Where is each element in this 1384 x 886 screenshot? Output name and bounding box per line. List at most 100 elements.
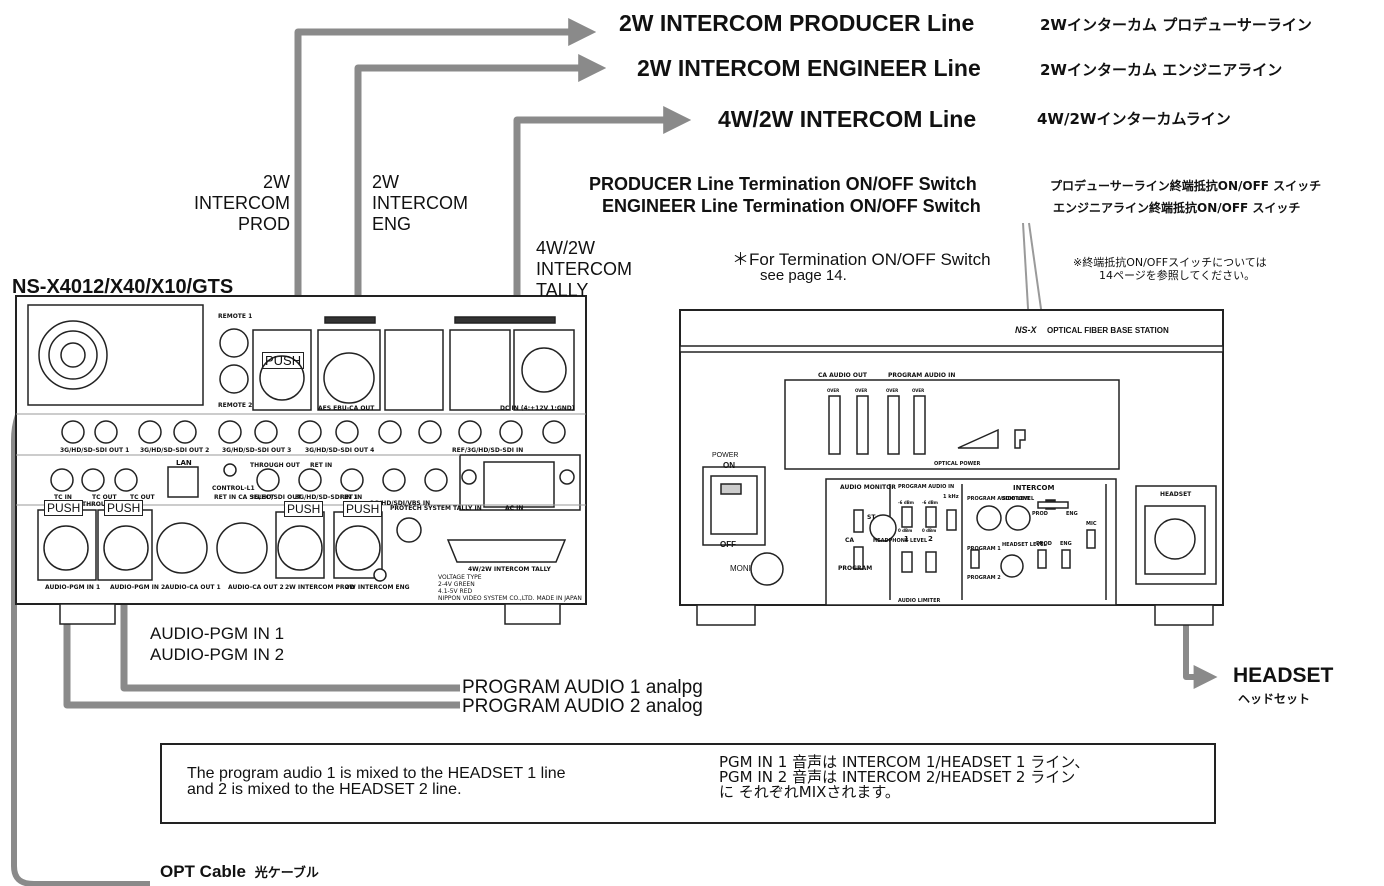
push-label-top: PUSH xyxy=(262,352,305,369)
headset-panel-label: HEADSET xyxy=(1160,491,1192,498)
headphone-level-label: HEADPHONE LEVEL xyxy=(873,538,928,544)
engineer-line-label-jp: 2Wインターカム エンジニアライン xyxy=(1040,61,1283,79)
ret-ca-label: RET IN CA SELECT xyxy=(214,494,275,501)
through-out-label: THROUGH OUT xyxy=(250,462,300,469)
dbm2-label-2: -6 dBm xyxy=(922,500,938,505)
moni-label: MONI xyxy=(730,564,751,573)
dbm2-label-1: -6 dBm xyxy=(898,500,914,505)
sdi1-label: 3G/HD/SD-SDI OUT 1 xyxy=(60,447,130,454)
over-label-2: OVER xyxy=(855,388,868,393)
st-label: ST xyxy=(867,514,876,521)
ret-in-label: RET IN xyxy=(310,462,333,469)
fourw-line-label-jp: 4W/2Wインターカムライン xyxy=(1037,110,1231,128)
engineer-termination-label-jp: エンジニアライン終端抵抗ON/OFF スイッチ xyxy=(1053,201,1301,215)
ca2-panel-label: AUDIO-CA OUT 2 xyxy=(228,584,284,591)
eng-switch-label: ENG xyxy=(1066,511,1078,517)
program-label: PROGRAM xyxy=(838,565,873,572)
limiter-1-label: 1 xyxy=(904,535,909,543)
ca1-panel-label: AUDIO-CA OUT 1 xyxy=(165,584,221,591)
remote1-label: REMOTE 1 xyxy=(218,313,253,320)
engineer-termination-label: ENGINEER Line Termination ON/OFF Switch xyxy=(602,196,981,216)
icom-prod-panel-label: 2W INTERCOM PROD xyxy=(285,584,355,591)
ref-label: REF/3G/HD/SD-SDI IN xyxy=(452,447,524,454)
limiter-2-label: 2 xyxy=(928,535,933,543)
power-off-label: OFF xyxy=(720,540,736,549)
sdi2-label: 3G/HD/SD-SDI OUT 2 xyxy=(140,447,210,454)
termination-note-jp: ※終端抵抗ON/OFFスイッチについては 14ページを参照してください。 xyxy=(1073,256,1267,282)
mix-note-jp: PGM IN 1 音声は INTERCOM 1/HEADSET 1 ライン、 P… xyxy=(719,753,1090,801)
ca-label: CA xyxy=(845,537,855,544)
icom-eng-panel-label: 2W INTERCOM ENG xyxy=(345,584,410,591)
program2-label: PROGRAM 2 xyxy=(967,575,1001,581)
fourw-line-label: 4W/2W INTERCOM Line xyxy=(718,106,977,132)
sdi3-label: 3G/HD/SD-SDI OUT 3 xyxy=(222,447,292,454)
dbm-label-1: 0 dBm xyxy=(898,528,913,533)
headset-label-jp: ヘッドセット xyxy=(1238,692,1311,706)
tally-conn-label: 4W/2W INTERCOM TALLY xyxy=(468,566,551,573)
over-label-3: OVER xyxy=(886,388,899,393)
push-label-1: PUSH xyxy=(44,500,84,516)
power-on-label: ON xyxy=(723,461,735,470)
right-device xyxy=(679,309,1224,626)
sidetone-label: SIDETONE xyxy=(1002,496,1031,502)
voltage-red-label: 4.1-5V RED xyxy=(438,588,473,595)
headset-level-label: HEADSET LEVEL xyxy=(1002,542,1047,548)
tally-in-label: PROTECH SYSTEM TALLY IN xyxy=(390,505,482,512)
pgm-inputs-label: AUDIO-PGM IN 1 AUDIO-PGM IN 2 xyxy=(150,624,285,664)
lan-label: LAN xyxy=(176,459,192,467)
over-label-4: OVER xyxy=(912,388,925,393)
producer-line-label: 2W INTERCOM PRODUCER Line xyxy=(619,10,975,36)
voltage-label: VOLTAGE TYPE xyxy=(438,574,482,581)
pgm1-panel-label: AUDIO-PGM IN 1 xyxy=(45,584,101,591)
vbs-label: 3G/HD/SDI/VBS IN xyxy=(370,500,431,507)
dbm-label-2: 0 dBm xyxy=(922,528,937,533)
power-label: POWER xyxy=(712,452,739,459)
audio-limiter-label: AUDIO LIMITER xyxy=(898,598,941,604)
intercom-panel-label: INTERCOM xyxy=(1013,484,1055,492)
eng-on-label: ENG xyxy=(1060,541,1072,547)
producer-termination-label: PRODUCER Line Termination ON/OFF Switch xyxy=(589,174,977,194)
device-name-label: OPTICAL FIBER BASE STATION xyxy=(1047,326,1169,335)
tc-in-label: TC IN xyxy=(54,494,72,501)
tc-out-label-1: TC OUT xyxy=(92,494,117,501)
ac-in-label: AC IN xyxy=(505,505,524,512)
producer-termination-label-jp: プロデューサーライン終端抵抗ON/OFF スイッチ xyxy=(1050,179,1322,193)
producer-line-label-jp: 2Wインターカム プロデューサーライン xyxy=(1040,16,1312,34)
control-label: CONTROL-L1 xyxy=(212,485,255,492)
program1-label: PROGRAM 1 xyxy=(967,546,1001,552)
termination-note: ＊For Termination ON/OFF Switch see page … xyxy=(732,250,991,284)
program-audio-in-label: PROGRAM AUDIO IN xyxy=(888,372,956,379)
mix-note-box xyxy=(160,743,1216,824)
opt-cable-label: OPT Cable 光ケーブル xyxy=(160,862,319,881)
maker-label: NIPPON VIDEO SYSTEM CO.,LTD. MADE IN JAP… xyxy=(438,595,582,602)
cable-label-prod: 2W INTERCOM PROD xyxy=(194,172,290,234)
khz-label: 1 kHz xyxy=(943,494,959,500)
mix-note-en: The program audio 1 is mixed to the HEAD… xyxy=(187,765,566,798)
push-label-4: PUSH xyxy=(343,501,383,517)
program-audio-labels: PROGRAM AUDIO 1 analpg PROGRAM AUDIO 2 a… xyxy=(462,677,703,717)
program-audio-in-limiter-label: PROGRAM AUDIO IN xyxy=(898,484,955,490)
sdi4-label: 3G/HD/SD-SDI OUT 4 xyxy=(305,447,375,454)
prod-switch-label: PROD xyxy=(1032,511,1048,517)
voltage-green-label: 2-4V GREEN xyxy=(438,581,475,588)
program-audio-level-label: PROGRAM AUDIO LEVEL xyxy=(967,496,1035,502)
brand-label: NS-X xyxy=(1015,325,1037,335)
aes-label: AES EBU-CA OUT xyxy=(318,405,375,412)
headset-label: HEADSET xyxy=(1233,664,1334,687)
audio-monitor-label: AUDIO MONITOR xyxy=(840,484,896,491)
cable-label-tally: 4W/2W INTERCOM TALLY xyxy=(536,238,632,300)
prod-on-label: PROD xyxy=(1036,541,1052,547)
push-label-3: PUSH xyxy=(284,501,324,517)
pgm2-panel-label: AUDIO-PGM IN 2 xyxy=(110,584,166,591)
mic-label: MIC xyxy=(1086,521,1097,527)
ret-in2-label: RET IN xyxy=(340,494,363,501)
optical-power-label: OPTICAL POWER xyxy=(934,461,981,467)
tc-out-label-2: TC OUT xyxy=(130,494,155,501)
over-label-1: OVER xyxy=(827,388,840,393)
engineer-line-label: 2W INTERCOM ENGINEER Line xyxy=(637,55,981,81)
left-device xyxy=(15,295,587,625)
sdi-in1-label: 3G/HD/SD-SDI IN 1 xyxy=(295,494,358,501)
dc-in-label: DC IN (4:+12V 1:GND) xyxy=(500,405,575,412)
